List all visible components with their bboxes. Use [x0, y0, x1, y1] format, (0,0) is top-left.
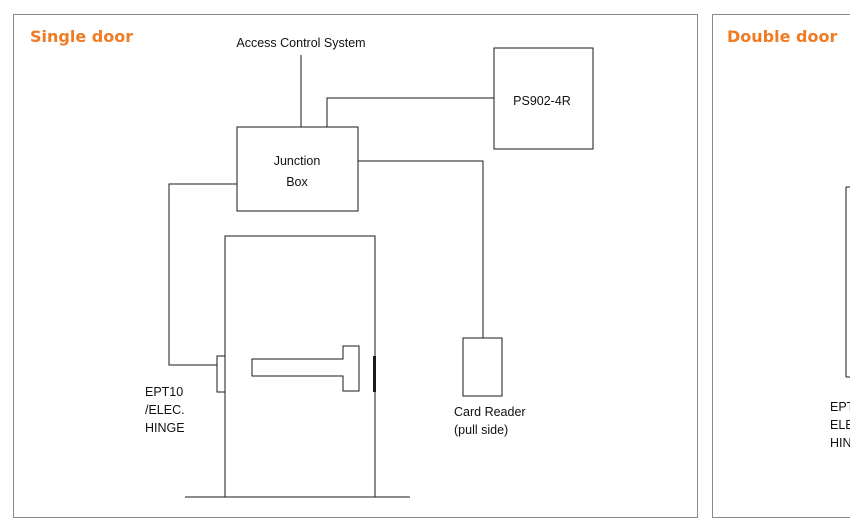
hinge-label-line1: EPT10: [145, 385, 183, 399]
junction-box-label-line1: Junction: [274, 154, 321, 168]
junction-box-label-line2: Box: [286, 175, 308, 189]
card-reader-label-line1: Card Reader: [454, 405, 526, 419]
power-supply-label: PS902-4R: [513, 94, 571, 108]
hinge-label-line3: HINGE: [145, 421, 185, 435]
exit-device: [251, 345, 360, 392]
power-supply-box: [493, 47, 594, 150]
power-supply-wire: [326, 97, 494, 127]
single-door-title: Single door: [30, 27, 134, 46]
door-latch: [373, 356, 376, 392]
card-reader-wire: [358, 160, 484, 338]
double-door-title: Double door: [727, 27, 838, 46]
electric-hinge: [216, 355, 226, 393]
card-reader-label-line2: (pull side): [454, 423, 508, 437]
junction-box: [236, 126, 359, 212]
hinge-wire: [168, 183, 237, 366]
access-control-label: Access Control System: [236, 36, 365, 50]
double-hinge-label-line3: HIN: [830, 436, 850, 450]
double-hinge-label-line1: EPT: [830, 400, 850, 414]
double-door-panel: [712, 14, 850, 518]
hinge-label-line2: /ELEC.: [145, 403, 185, 417]
card-reader: [462, 337, 503, 397]
double-hinge-label-line2: ELE: [830, 418, 850, 432]
